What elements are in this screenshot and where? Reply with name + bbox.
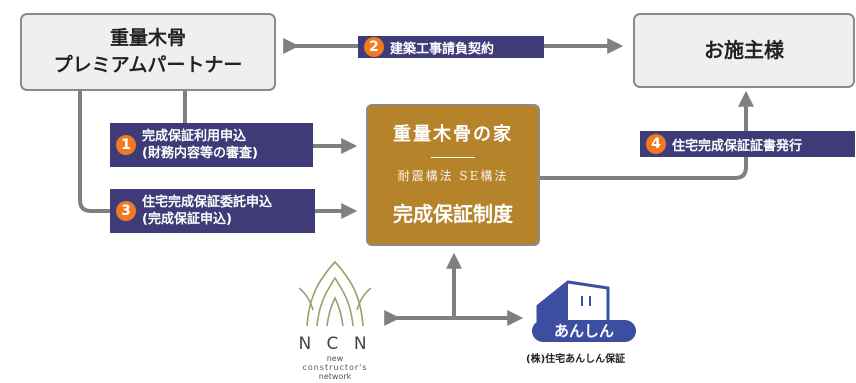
partner-line2: プレミアムパートナー [53,54,243,76]
ncn-name: N C N [298,334,372,354]
ncn-tagline-2: constructor's [302,363,368,372]
center-divider [431,157,475,158]
partner-line1: 重量木骨 [109,27,186,49]
step2-number: 2 [364,37,384,57]
partner-box: 重量木骨 プレミアムパートナー [20,13,276,91]
anshin-company: (株)住宅あんしん保証 [526,354,626,365]
anshin-logo: あんしん (株)住宅あんしん保証 [520,276,650,376]
center-box: 重量木骨の家 耐震構法 SE構法 完成保証制度 [366,104,540,246]
ncn-logo: N C N new constructor's network [285,258,385,383]
step3-number: 3 [116,201,136,221]
step4-number: 4 [646,134,666,154]
step4-arrow [540,90,754,180]
owner-box: お施主様 [633,13,855,88]
step1-label: 1 完成保証利用申込 (財務内容等の審査) [110,123,313,167]
center-subtitle: 耐震構法 SE構法 [397,169,509,183]
step4-text: 住宅完成保証証書発行 [672,138,803,154]
ncn-tagline-3: network [318,372,352,381]
step3-label: 3 住宅完成保証委託申込 (完成保証申込) [110,189,315,233]
step2-text: 建築工事請負契約 [390,41,495,57]
anshin-logo-text: あんしん [553,322,614,340]
step3-arrow [78,90,358,219]
ncn-leaf-icon [298,260,372,327]
center-title: 重量木骨の家 [393,124,513,145]
ncn-tagline-1: new [326,354,344,363]
step3-line1: 住宅完成保証委託申込 [142,195,273,210]
step3-line2: (完成保証申込) [142,212,232,227]
center-system: 完成保証制度 [393,202,513,226]
anshin-house-icon [532,280,636,342]
step4-label: 4 住宅完成保証証書発行 [640,131,855,157]
step1-number: 1 [116,135,136,155]
step1-line2: (財務内容等の審査) [142,146,258,161]
step2-label: 2 建築工事請負契約 [358,36,544,58]
owner-label: お施主様 [704,38,784,62]
step1-line1: 完成保証利用申込 [142,129,247,144]
